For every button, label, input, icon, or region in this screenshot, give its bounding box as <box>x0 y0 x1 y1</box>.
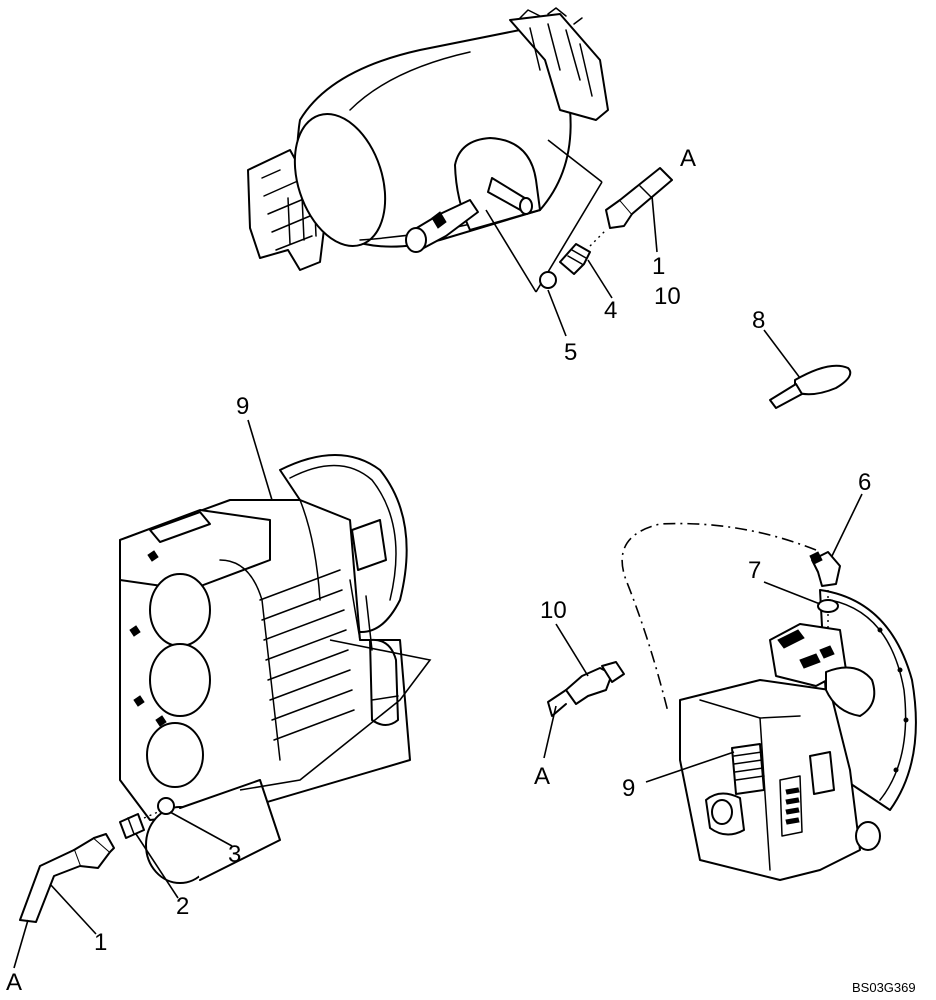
callout-left-a: A <box>6 969 22 996</box>
cable-tie-8 <box>763 329 852 409</box>
hose-1-left <box>19 833 115 923</box>
callout-top-4: 4 <box>604 297 617 324</box>
adapter-4 <box>559 243 591 275</box>
left-transmission-assembly <box>119 419 432 884</box>
callout-top-a: A <box>680 145 696 172</box>
callout-right-a: A <box>534 763 550 790</box>
o-ring-3 <box>157 797 175 815</box>
callout-top-8: 8 <box>752 307 765 334</box>
top-housing-assembly <box>247 7 609 293</box>
o-ring-7 <box>817 599 839 613</box>
callout-labels: A 1 10 4 5 8 9 3 2 1 A 6 7 10 A 9 <box>6 145 871 996</box>
callout-right-9: 9 <box>622 775 635 802</box>
callout-left-3: 3 <box>228 841 241 868</box>
callout-left-9: 9 <box>236 393 249 420</box>
top-fittings <box>539 167 673 337</box>
callout-right-7: 7 <box>748 557 761 584</box>
hose-10-right <box>543 623 625 759</box>
drawing-code: BS03G369 <box>852 980 916 995</box>
callout-right-10: 10 <box>540 597 567 624</box>
callout-top-10: 10 <box>654 283 681 310</box>
left-fittings <box>13 797 233 969</box>
callout-right-6: 6 <box>858 469 871 496</box>
callout-top-5: 5 <box>564 339 577 366</box>
callout-left-2: 2 <box>176 893 189 920</box>
callout-top-1: 1 <box>652 253 665 280</box>
adapter-2 <box>119 813 145 839</box>
callout-left-1: 1 <box>94 929 107 956</box>
elbow-fitting-6 <box>809 551 841 587</box>
right-transmission-assembly <box>621 493 917 881</box>
hose-1-top <box>605 167 673 229</box>
o-ring-5 <box>539 271 557 289</box>
